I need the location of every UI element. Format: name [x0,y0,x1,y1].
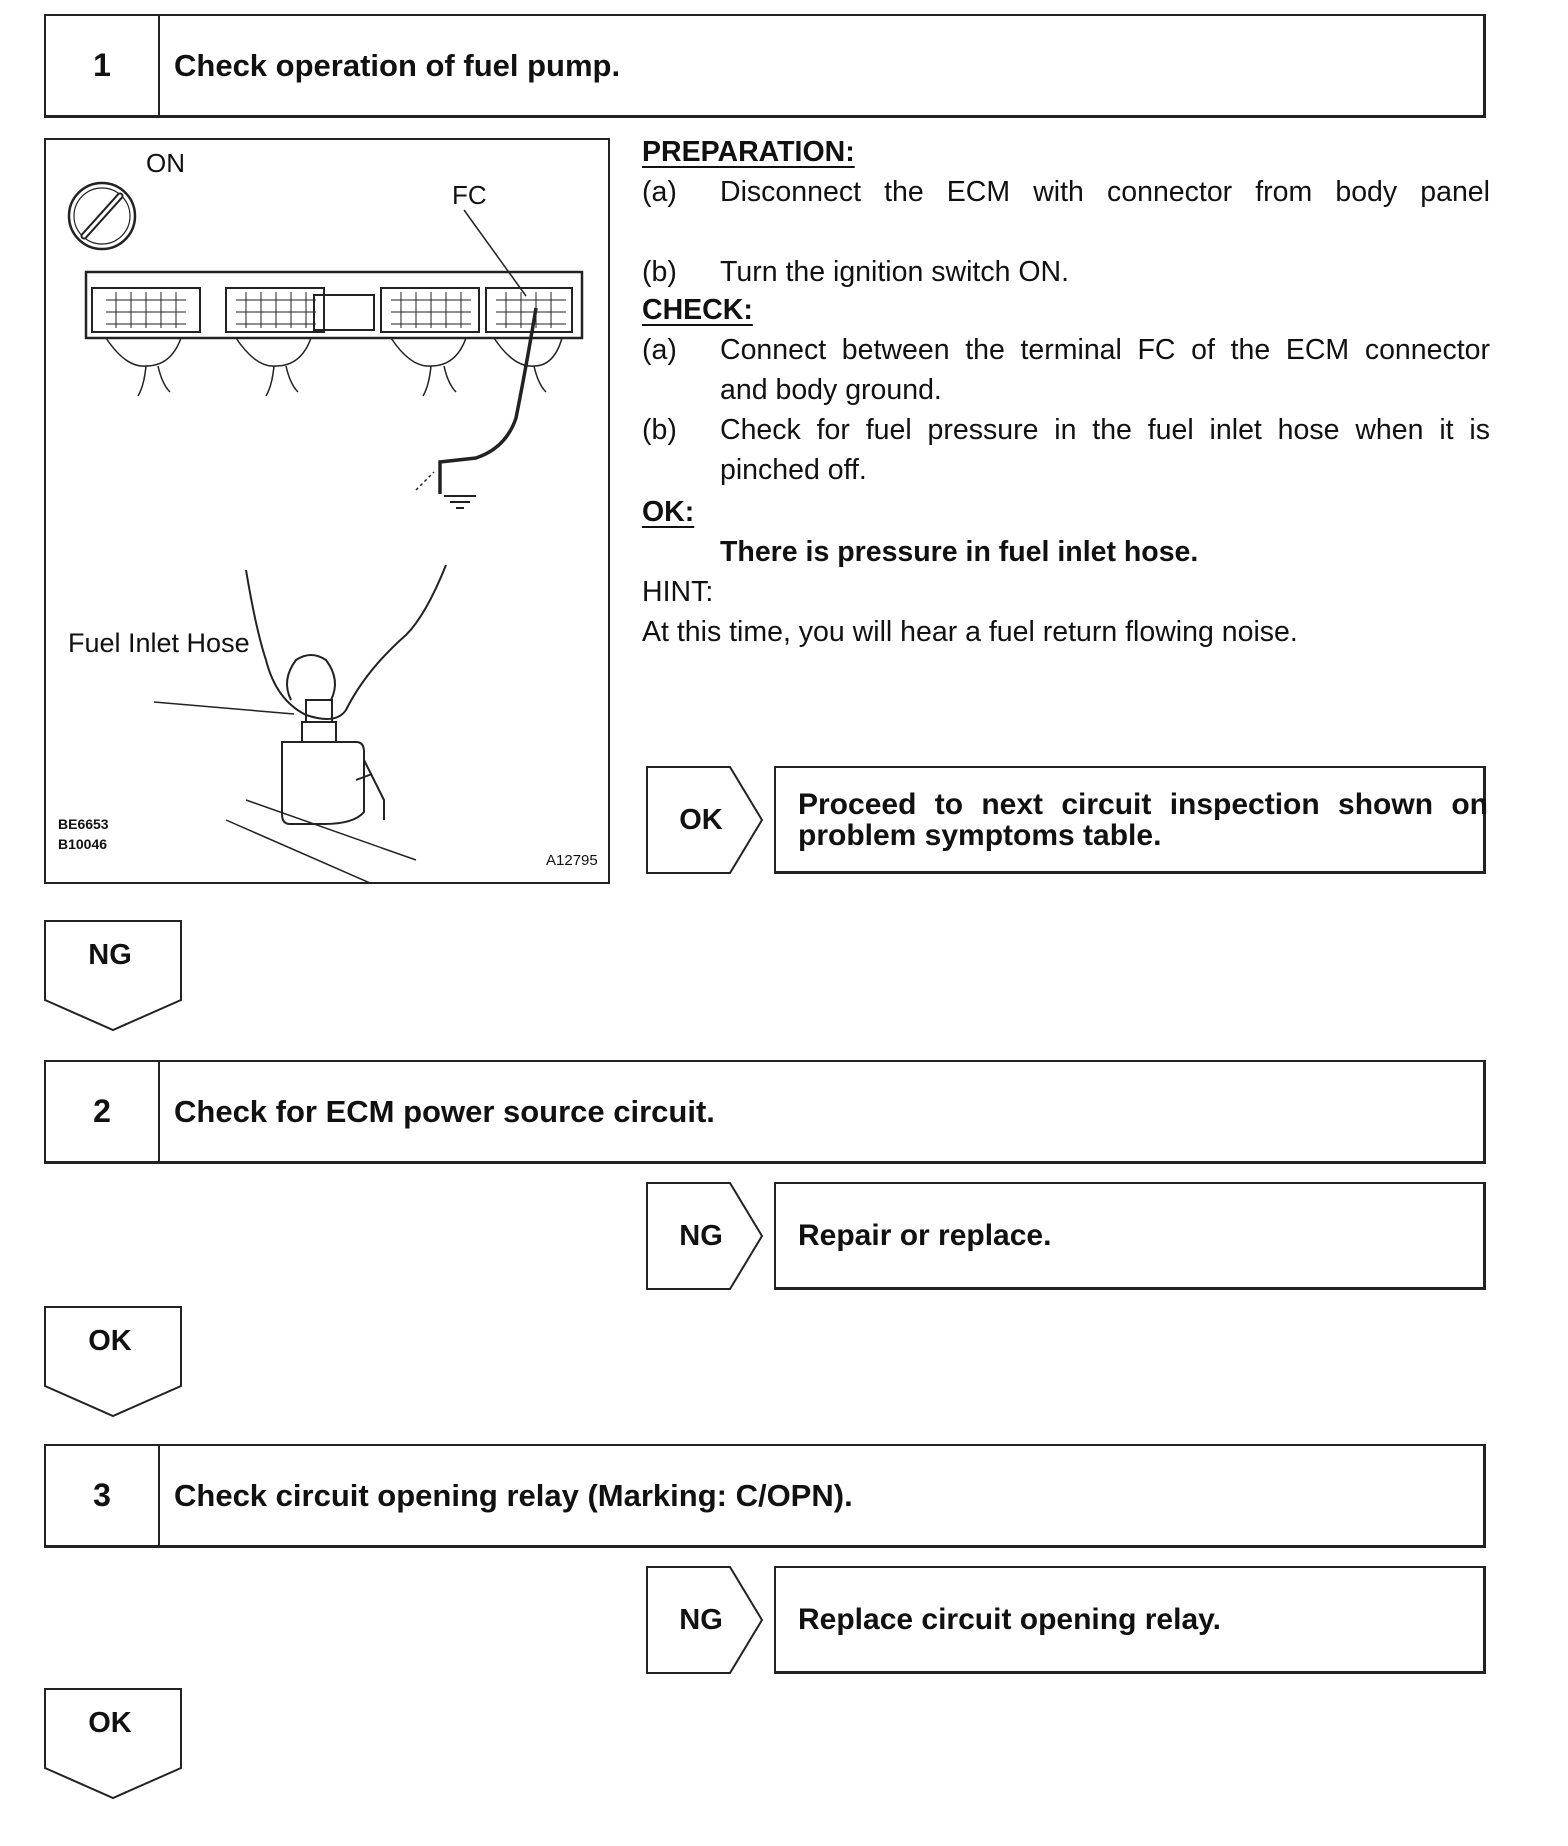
step-number: 1 [46,16,160,115]
step-title: Check circuit opening relay (Marking: C/… [174,1477,853,1513]
fuel-inlet-hose-icon [153,564,447,882]
check-b-line1: Check for fuel pressure in the fuel inle… [720,414,1490,446]
illustration-panel: ON FC Fuel Inlet Hose BE6653 B10046 A127… [44,138,610,884]
ecm-connector-icon [84,209,584,509]
ng-arrow-tag-icon [646,1566,764,1674]
check-a-line2: and body ground. [720,374,942,406]
step-1-instructions: PREPARATION: (a) Disconnect the ECM with… [642,132,1492,652]
figure-code-3: A12795 [546,852,598,869]
prep-b-label: (b) [642,256,677,288]
flow-label: OK [88,1324,132,1357]
step-1-header: 1 Check operation of fuel pump. [44,14,1486,118]
ok-header: OK: [642,496,695,528]
step-title: Check operation of fuel pump. [174,47,621,83]
preparation-header: PREPARATION: [642,136,855,168]
ignition-key-icon [67,181,137,251]
result-text: Repair or replace. [774,1182,1486,1290]
hint-header: HINT: [642,576,714,608]
step-number: 3 [46,1446,160,1545]
flow-ok-down: OK [44,1688,184,1800]
prep-b-text: Turn the ignition switch ON. [720,256,1069,288]
flow-label: OK [88,1706,132,1739]
check-a-line1: Connect between the terminal FC of the E… [720,334,1490,366]
check-header: CHECK: [642,294,753,326]
result-text: Replace circuit opening relay. [774,1566,1486,1674]
check-a-label: (a) [642,334,677,366]
down-arrow-tag-icon [44,1306,182,1418]
prep-a-text: Disconnect the ECM with connector from b… [720,176,1490,208]
result-line-1: Proceed to next circuit inspection shown… [798,787,1488,821]
ok-text: There is pressure in fuel inlet hose. [720,536,1199,568]
check-b-line2: pinched off. [720,454,867,486]
ng-arrow-tag-icon [646,1182,764,1290]
result-tag: NG [679,1219,723,1252]
fc-label: FC [452,180,487,210]
figure-code-2: B10046 [58,836,108,852]
step-number: 2 [46,1062,160,1161]
down-arrow-tag-icon [44,1688,182,1800]
hint-text: At this time, you will hear a fuel retur… [642,616,1298,648]
ecm-fuel-hose-diagram [67,181,584,882]
result-text-box: Proceed to next circuit inspection shown… [774,766,1488,874]
fuel-inlet-hose-label: Fuel Inlet Hose [68,628,250,658]
step-2-header: 2 Check for ECM power source circuit. [44,1060,1486,1164]
flow-ok-down: OK [44,1306,184,1418]
result-tag: NG [679,1603,723,1636]
result-ng-step-2: NG Repair or replace. [646,1182,1488,1290]
flow-ng-down: NG [44,920,184,1032]
result-ng-step-3: NG Replace circuit opening relay. [646,1566,1488,1674]
result-line-2: problem symptoms table. [798,818,1162,852]
step-title: Check for ECM power source circuit. [174,1093,715,1129]
result-ok-step-1: OK Proceed to next circuit inspection sh… [646,766,1488,874]
ok-arrow-tag-icon [646,766,764,874]
step-3-header: 3 Check circuit opening relay (Marking: … [44,1444,1486,1548]
flow-label: NG [88,938,132,971]
down-arrow-tag-icon [44,920,182,1032]
check-b-label: (b) [642,414,677,446]
result-tag: OK [679,803,723,836]
on-label: ON [146,148,185,178]
prep-a-label: (a) [642,176,677,208]
figure-code-1: BE6653 [58,816,109,832]
